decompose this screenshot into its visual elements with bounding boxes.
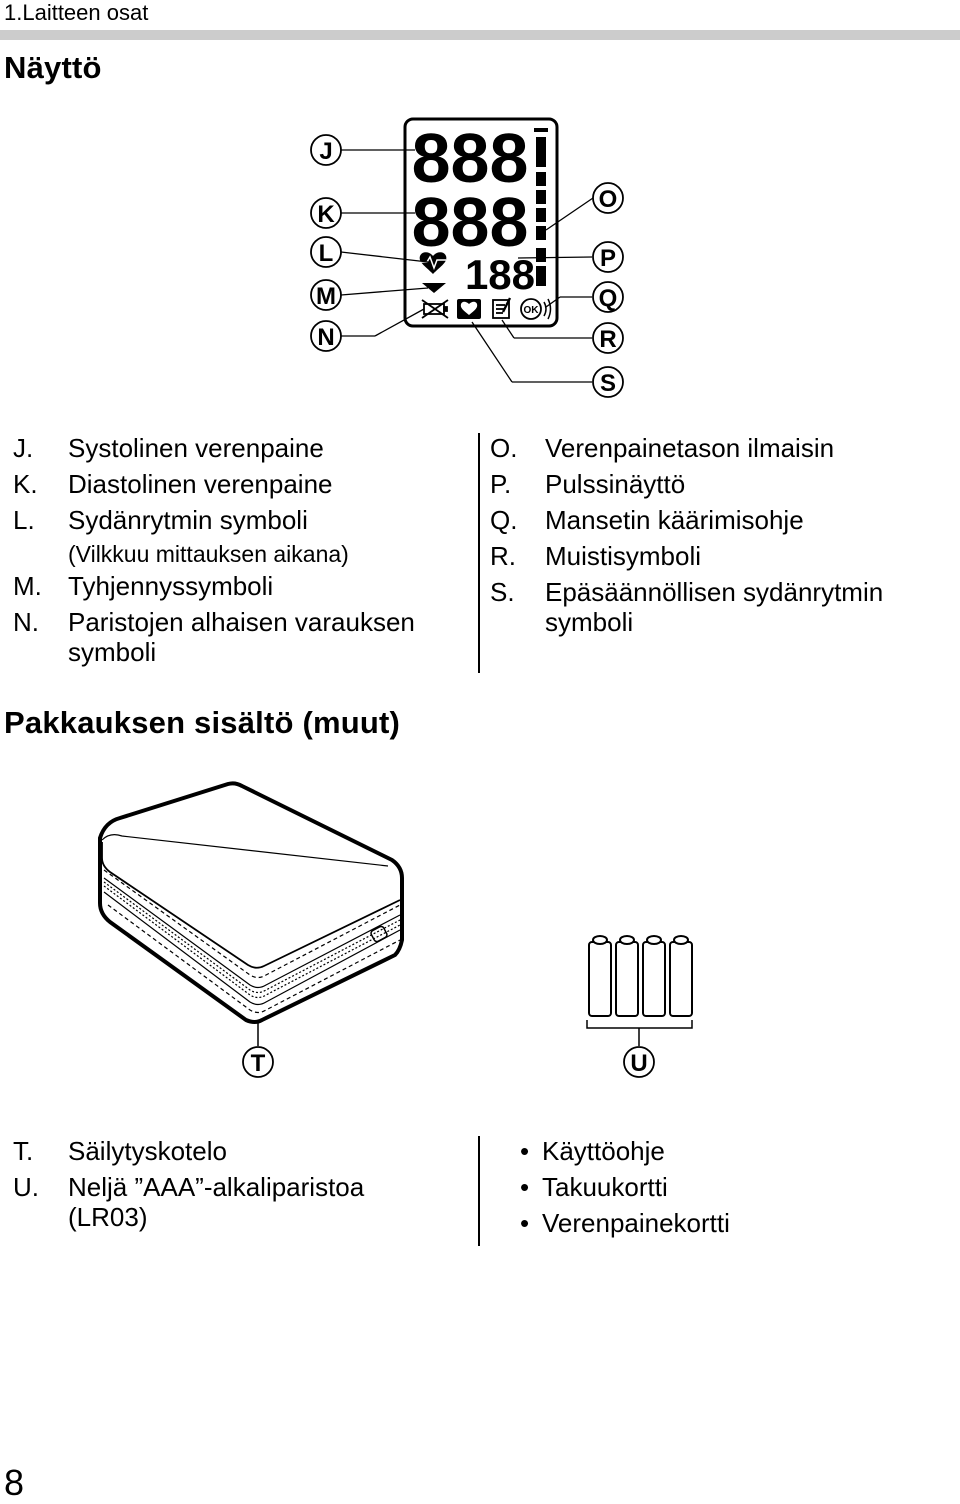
bullet-icon: • xyxy=(520,1208,530,1238)
callout-q: Q xyxy=(592,281,624,313)
legend-text: Säilytyskotelo xyxy=(68,1136,227,1166)
legend-text: Sydänrytmin symboli xyxy=(68,505,308,535)
callout-j-label: J xyxy=(319,138,332,165)
package-title: Pakkauksen sisältö (muut) xyxy=(4,705,401,740)
package-bullets: • Käyttöohje • Takuukortti • Verenpainek… xyxy=(520,1133,940,1241)
legend-item-r: R. Muistisymboli xyxy=(490,538,950,574)
cuff-ok-icon: OK xyxy=(520,298,552,320)
legend-key: Q. xyxy=(490,505,518,535)
legend-key: M. xyxy=(13,571,42,601)
legend-subtext: (Vilkkuu mittauksen aikana) xyxy=(68,541,349,567)
callout-q-label: Q xyxy=(599,285,618,312)
systolic-digits: 888 xyxy=(412,119,529,197)
leader-lines xyxy=(340,149,594,383)
callout-o-label: O xyxy=(599,186,618,213)
level-indicator-icon xyxy=(534,128,548,286)
callout-l-label: L xyxy=(319,240,334,267)
legend-key: S. xyxy=(490,577,515,607)
callout-t-label: T xyxy=(251,1050,266,1077)
bullet-icon: • xyxy=(520,1136,530,1166)
legend-item-j: J. Systolinen verenpaine xyxy=(13,430,468,466)
legend-item-l: L. Sydänrytmin symboli (Vilkkuu mittauks… xyxy=(13,502,468,568)
legend-text: Epäsäännöllisen sydänrytmin xyxy=(545,577,884,607)
callout-s: S xyxy=(592,366,624,398)
display-legend-left: J. Systolinen verenpaine K. Diastolinen … xyxy=(13,430,468,670)
irregular-heartbeat-icon xyxy=(457,299,481,319)
legend-key: N. xyxy=(13,607,39,637)
pulse-digits: 188 xyxy=(465,251,535,298)
legend-item-q: Q. Mansetin käärimisohje xyxy=(490,502,950,538)
bullet-item: • Takuukortti xyxy=(520,1169,940,1205)
callout-p: P xyxy=(592,241,624,273)
legend-item-s: S. Epäsäännöllisen sydänrytmin symboli xyxy=(490,574,950,640)
legend-key: P. xyxy=(490,469,512,499)
callout-t: T xyxy=(242,1046,274,1078)
callout-k: K xyxy=(310,197,342,229)
package-legend: T. Säilytyskotelo U. Neljä ”AAA”-alkalip… xyxy=(13,1133,468,1235)
legend-item-p: P. Pulssinäyttö xyxy=(490,466,950,502)
legend-text: Verenpainetason ilmaisin xyxy=(545,433,835,463)
callout-u-label: U xyxy=(630,1050,647,1077)
legend-text: Systolinen verenpaine xyxy=(68,433,324,463)
legend-item-u: U. Neljä ”AAA”-alkaliparistoa (LR03) xyxy=(13,1169,468,1235)
callout-l: L xyxy=(310,236,342,268)
legend-text: Mansetin käärimisohje xyxy=(545,505,804,535)
bullet-item: • Käyttöohje xyxy=(520,1133,940,1169)
column-divider xyxy=(478,433,480,673)
bullet-text: Verenpainekortti xyxy=(542,1208,730,1238)
legend-key: R. xyxy=(490,541,516,571)
section-tag: 1.Laitteen osat xyxy=(4,0,149,25)
callout-o: O xyxy=(592,182,624,214)
bullet-icon: • xyxy=(520,1172,530,1202)
legend-text: Neljä ”AAA”-alkaliparistoa xyxy=(68,1172,365,1202)
legend-key: J. xyxy=(13,433,34,463)
legend-key: K. xyxy=(13,469,38,499)
callout-r-label: R xyxy=(599,326,616,353)
bullet-text: Käyttöohje xyxy=(542,1136,665,1166)
legend-item-o: O. Verenpainetason ilmaisin xyxy=(490,430,950,466)
callout-p-label: P xyxy=(600,245,616,272)
legend-item-t: T. Säilytyskotelo xyxy=(13,1133,468,1169)
legend-key: L. xyxy=(13,505,35,535)
callout-u: U xyxy=(623,1046,655,1078)
legend-item-m: M. Tyhjennyssymboli xyxy=(13,568,468,604)
callout-r: R xyxy=(592,322,624,354)
lcd-diagram: 888 888 188 OK xyxy=(310,117,624,398)
batteries-bracket xyxy=(586,1020,693,1029)
callout-m-label: M xyxy=(316,283,336,310)
legend-text-line2: symboli xyxy=(68,637,157,667)
page-number: 8 xyxy=(4,1462,25,1503)
legend-text: Muistisymboli xyxy=(545,541,702,571)
callout-n: N xyxy=(310,320,342,352)
legend-text: Paristojen alhaisen varauksen xyxy=(68,607,415,637)
legend-item-k: K. Diastolinen verenpaine xyxy=(13,466,468,502)
callout-m: M xyxy=(310,279,342,311)
legend-item-n: N. Paristojen alhaisen varauksen symboli xyxy=(13,604,468,670)
callout-n-label: N xyxy=(317,324,334,351)
legend-text: Diastolinen verenpaine xyxy=(68,469,333,499)
callout-k-label: K xyxy=(317,201,335,228)
ok-label: OK xyxy=(524,305,540,316)
bullet-text: Takuukortti xyxy=(542,1172,668,1202)
memory-icon xyxy=(492,297,512,319)
legend-key: T. xyxy=(13,1136,34,1166)
bullet-item: • Verenpainekortti xyxy=(520,1205,940,1241)
display-legend-right: O. Verenpainetason ilmaisin P. Pulssinäy… xyxy=(490,430,950,640)
column-divider xyxy=(478,1136,480,1246)
legend-text-line2: (LR03) xyxy=(68,1202,148,1232)
package-illustration: T U xyxy=(98,781,693,1078)
callout-j: J xyxy=(310,134,342,166)
display-title: Näyttö xyxy=(4,50,102,85)
batteries-icon xyxy=(588,935,693,1017)
deflate-icon xyxy=(422,283,446,293)
header-rule xyxy=(0,30,960,40)
legend-text: Tyhjennyssymboli xyxy=(68,571,274,601)
legend-key: O. xyxy=(490,433,518,463)
legend-key: U. xyxy=(13,1172,39,1202)
callout-s-label: S xyxy=(600,370,616,397)
diastolic-digits: 888 xyxy=(412,183,529,261)
legend-text-line2: symboli xyxy=(545,607,634,637)
legend-text: Pulssinäyttö xyxy=(545,469,686,499)
storage-case-icon xyxy=(98,781,404,1024)
